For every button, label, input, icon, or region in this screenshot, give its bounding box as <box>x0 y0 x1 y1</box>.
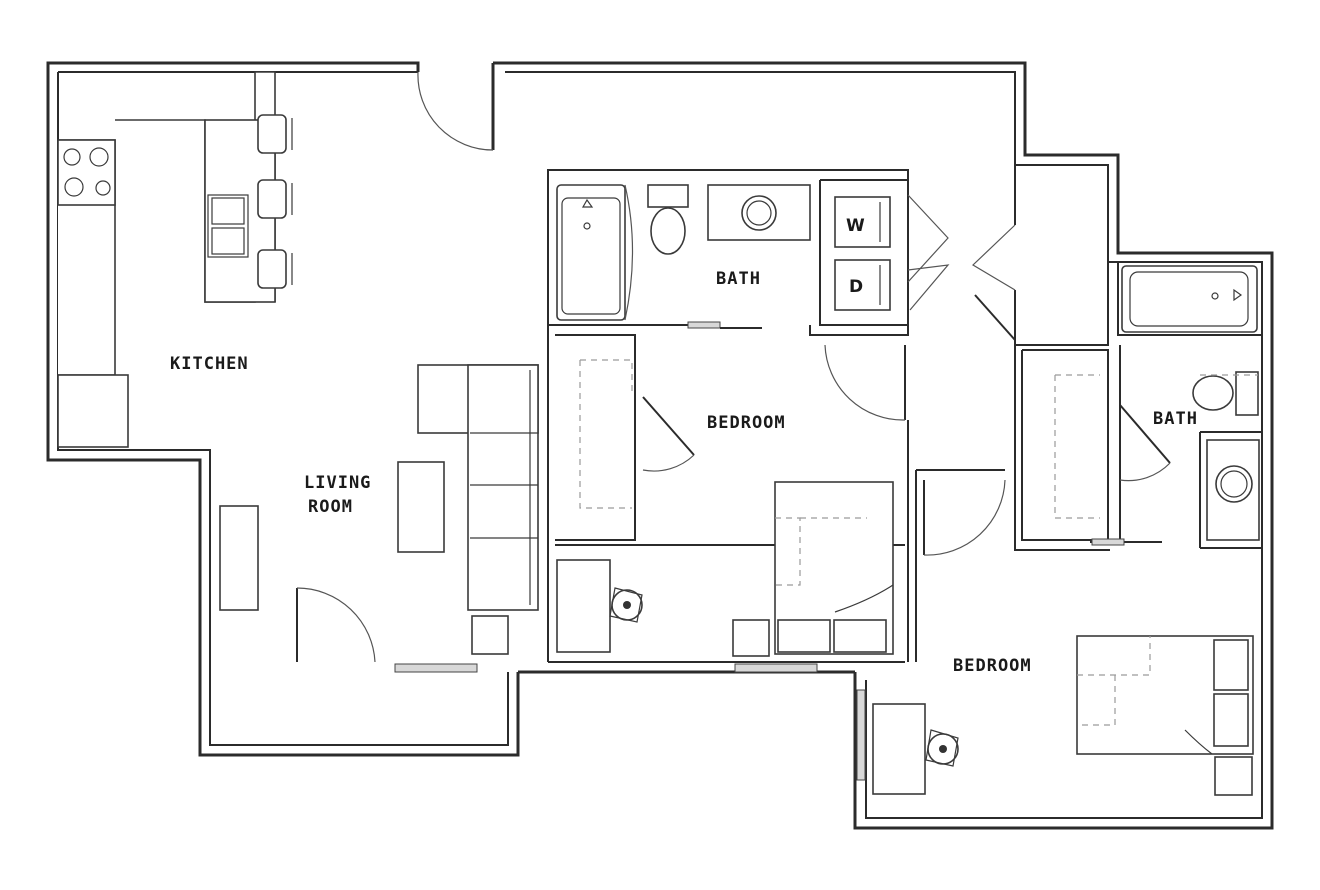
living-room-label-line2: ROOM <box>308 497 353 517</box>
living-room-label-line1: LIVING <box>304 473 371 493</box>
bedroom-2-label: BEDROOM <box>953 656 1032 676</box>
washer-label: W <box>846 216 865 236</box>
bedroom-1-furniture <box>556 344 906 657</box>
bedroom-2-furniture <box>872 635 1254 796</box>
bath-1-fixtures <box>556 184 811 321</box>
bath-2-label: BATH <box>1153 409 1198 429</box>
laundry-closet: W D <box>834 194 950 311</box>
bath-2-fixtures <box>1054 265 1260 546</box>
window <box>734 663 818 673</box>
entry-door <box>417 63 495 151</box>
kitchen-counters <box>57 71 293 448</box>
bedroom-2-door <box>923 479 1006 556</box>
bedroom-1-label: BEDROOM <box>707 413 786 433</box>
office-chair-icon <box>925 729 959 767</box>
bath-1-label: BATH <box>716 269 761 289</box>
kitchen-label: KITCHEN <box>170 354 249 374</box>
office-chair-icon <box>609 587 643 623</box>
interior-walls <box>547 165 1262 662</box>
hall-closet-doors <box>972 224 1016 341</box>
dryer-label: D <box>849 277 863 297</box>
window <box>394 663 478 673</box>
window <box>856 689 866 781</box>
living-furniture <box>219 364 539 663</box>
